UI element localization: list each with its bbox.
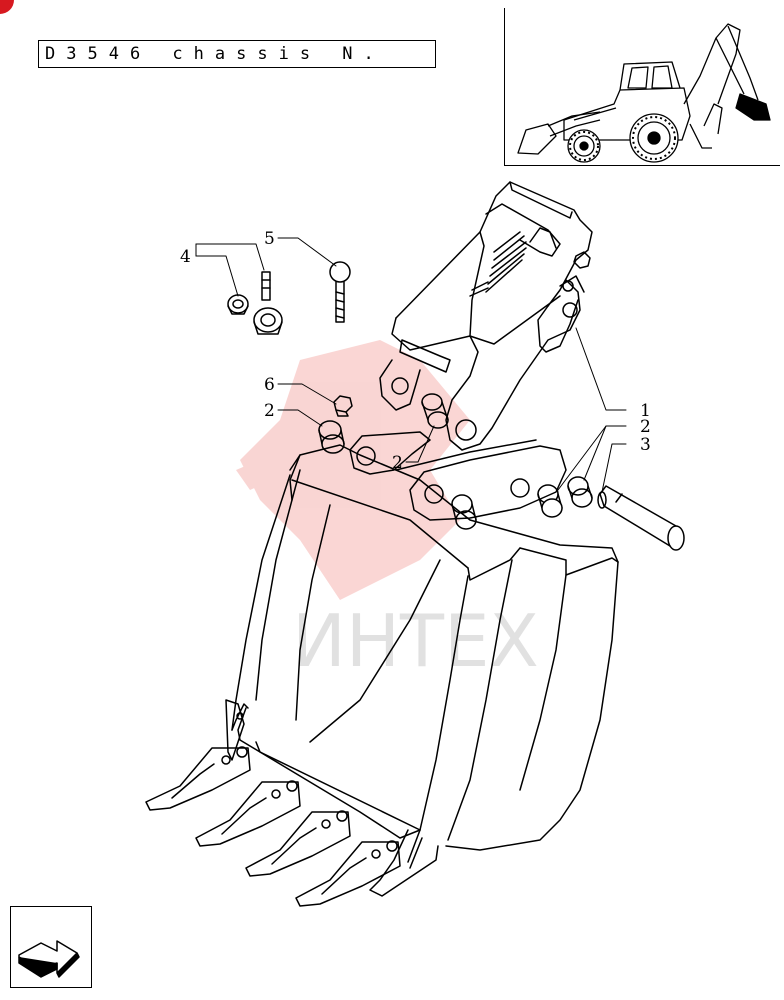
callout-6: 6 xyxy=(264,375,275,395)
chassis-label: D3546 chassis N. xyxy=(45,44,385,64)
bucket-pivot-lugs xyxy=(349,431,567,521)
callout-2-center: 2 xyxy=(392,453,403,473)
bushing-items xyxy=(318,393,593,530)
bolt xyxy=(329,261,351,323)
bucket xyxy=(225,444,619,897)
washer-and-nut xyxy=(227,271,283,335)
callout-5: 5 xyxy=(264,229,275,249)
callout-3: 3 xyxy=(640,435,651,455)
backhoe-loader-thumbnail xyxy=(517,23,771,163)
watermark-text: ИНТЕХ xyxy=(292,599,539,683)
thumbnail-frame xyxy=(504,8,780,166)
bucket-teeth xyxy=(145,746,401,907)
pivot-pin xyxy=(597,485,685,551)
callout-2-left: 2 xyxy=(264,401,275,421)
chassis-number-field: D3546 chassis N. xyxy=(38,40,436,68)
next-page-arrow-icon xyxy=(18,940,80,978)
next-page-button[interactable] xyxy=(10,906,92,988)
leader-lines xyxy=(195,237,627,493)
quick-coupler xyxy=(379,181,593,451)
intech-watermark-logo xyxy=(236,340,470,600)
callout-1: 1 xyxy=(640,401,651,421)
callout-4: 4 xyxy=(180,247,191,267)
callout-2-right: 2 xyxy=(640,417,651,437)
